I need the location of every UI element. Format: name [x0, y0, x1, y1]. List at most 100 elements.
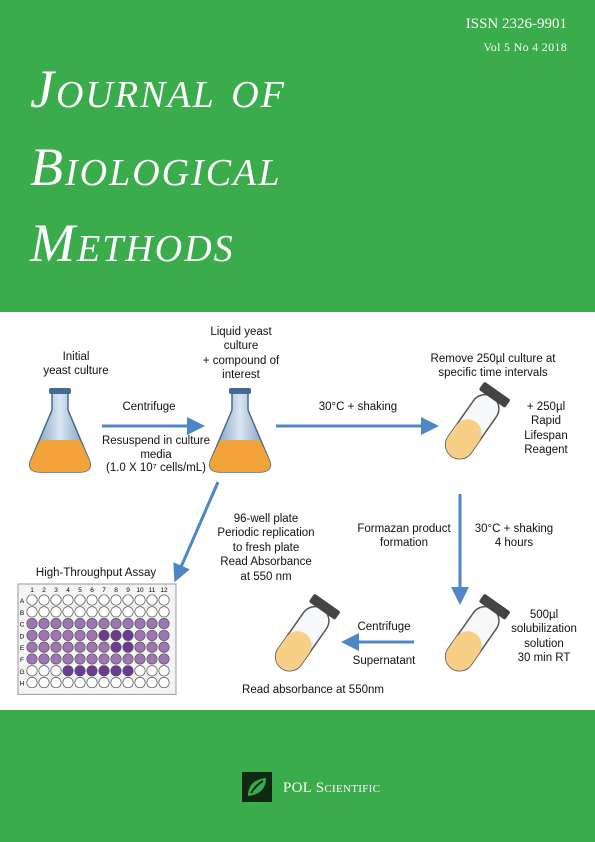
plate-well	[122, 618, 134, 630]
label-formazan: Formazan product formation	[357, 523, 451, 550]
plate-well	[74, 629, 86, 641]
title-line-3: Methods	[30, 213, 235, 273]
plate-well	[158, 594, 170, 606]
plate-well	[50, 677, 62, 689]
plate-well	[26, 594, 38, 606]
label-shaking: 30°C + shaking	[318, 401, 398, 413]
label-shaking-4h: 30°C + shaking 4 hours	[474, 523, 554, 550]
title-line-1: Journal of	[30, 59, 286, 119]
plate-col-label: 11	[149, 587, 156, 594]
plate-well	[122, 665, 134, 677]
plate-row-label: F	[20, 657, 24, 664]
plate-well	[158, 653, 170, 665]
plate-well	[158, 606, 170, 618]
plate-well	[26, 665, 38, 677]
plate-well	[50, 641, 62, 653]
plate-well	[50, 618, 62, 630]
plate-well	[50, 594, 62, 606]
plate-well	[62, 665, 74, 677]
plate-row-label: D	[20, 633, 25, 640]
plate-well	[158, 641, 170, 653]
plate-col-label: 1	[30, 587, 34, 594]
plate-well	[98, 641, 110, 653]
volume-label: Vol 5 No 4 2018	[483, 40, 567, 54]
plate-well	[50, 665, 62, 677]
plate-well	[110, 677, 122, 689]
plate-well	[38, 629, 50, 641]
plate-col-label: 7	[102, 587, 106, 594]
plate-well	[134, 641, 146, 653]
plate-col-label: 10	[136, 587, 144, 594]
plate-well	[86, 629, 98, 641]
plate-well	[38, 606, 50, 618]
plate-col-label: 3	[54, 587, 58, 594]
plate-well	[62, 641, 74, 653]
plate-well	[98, 677, 110, 689]
plate-row-label: C	[20, 622, 25, 629]
plate-well	[146, 677, 158, 689]
plate-well	[158, 677, 170, 689]
plate-col-label: 5	[78, 587, 82, 594]
plate-well	[110, 641, 122, 653]
plate-col-label: 2	[42, 587, 46, 594]
plate-well	[38, 594, 50, 606]
label-liquid-culture: Liquid yeast culture + compound of inter…	[202, 326, 280, 382]
plate-well	[98, 606, 110, 618]
plate-well	[122, 653, 134, 665]
plate-well	[50, 629, 62, 641]
plate-well	[110, 665, 122, 677]
plate-well	[146, 606, 158, 618]
label-centrifuge: Centrifuge	[122, 401, 176, 413]
plate-col-label: 8	[114, 587, 118, 594]
plate-well	[134, 606, 146, 618]
publisher-name: POL Scientific	[283, 780, 381, 796]
label-remove-culture: Remove 250µl culture at specific time in…	[430, 353, 556, 380]
label-supernatant: Supernatant	[352, 655, 416, 667]
footer-band	[0, 710, 595, 842]
tube-icon	[444, 382, 510, 460]
plate-well	[62, 629, 74, 641]
plate-well	[158, 665, 170, 677]
plate-well	[122, 629, 134, 641]
plate-well	[146, 665, 158, 677]
plate-well	[38, 677, 50, 689]
plate-well	[38, 618, 50, 630]
plate-well	[50, 653, 62, 665]
plate-well	[98, 653, 110, 665]
plate-well	[86, 641, 98, 653]
plate-well	[74, 594, 86, 606]
flask-icon	[208, 388, 272, 473]
label-solubilization: 500µl solubilization solution 30 min RT	[511, 609, 577, 665]
plate-well	[122, 641, 134, 653]
plate-well	[86, 653, 98, 665]
plate-well	[74, 677, 86, 689]
plate-col-label: 4	[66, 587, 70, 594]
plate-col-label: 9	[126, 587, 130, 594]
publisher-logo-icon	[242, 772, 272, 802]
plate-well	[26, 618, 38, 630]
plate-well	[146, 618, 158, 630]
plate-row-label: H	[20, 681, 25, 688]
plate-well	[74, 653, 86, 665]
plate-well	[158, 618, 170, 630]
label-resuspend: Resuspend in culture media	[101, 435, 211, 462]
plate-well	[74, 618, 86, 630]
plate-well	[122, 606, 134, 618]
plate-well	[134, 618, 146, 630]
plate-well	[62, 677, 74, 689]
plate-row-label: A	[20, 598, 25, 605]
label-reagent: + 250µl Rapid Lifespan Reagent	[524, 401, 568, 457]
plate-well	[38, 665, 50, 677]
plate-well	[62, 618, 74, 630]
plate-well	[158, 629, 170, 641]
plate-well	[110, 618, 122, 630]
plate-well	[86, 677, 98, 689]
label-cell-density: (1.0 X 10⁷ cells/mL)	[105, 462, 207, 474]
label-assay-title: High-Throughput Assay	[35, 567, 157, 579]
plate-row-label: G	[19, 669, 24, 676]
plate-well	[74, 641, 86, 653]
arrow	[173, 481, 220, 583]
plate-well	[110, 653, 122, 665]
plate-well	[110, 606, 122, 618]
plate-well	[62, 653, 74, 665]
